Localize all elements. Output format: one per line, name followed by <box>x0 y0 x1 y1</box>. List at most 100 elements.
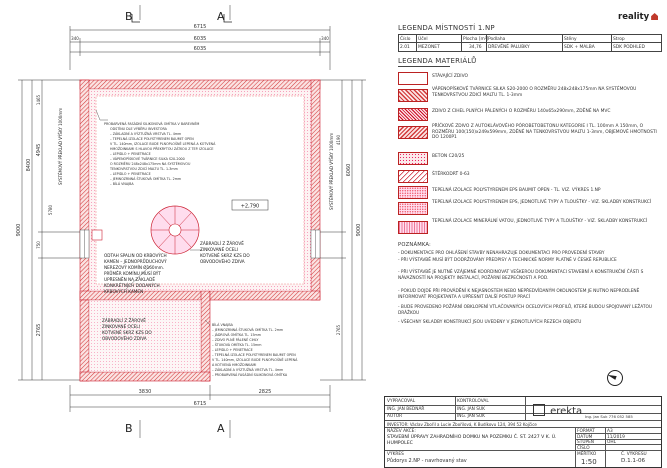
cvykresu-label: Č. VÝKRESU <box>621 451 647 457</box>
dim-right-9000: 9000 <box>356 224 362 237</box>
vypracoval-label: VYPRACOVAL <box>387 398 416 404</box>
svg-text:– TEPELNÁ IZOLACE POLYSTYRENEM: – TEPELNÁ IZOLACE POLYSTYRENEM BAUMIT OP… <box>110 136 194 141</box>
legend-item: TEPELNÁ IZOLACE POLYSTYRENEM EPS BAUMIT … <box>398 184 660 204</box>
svg-text:TENKOVRSTVOU ZDICÍ MALTU TL. 1: TENKOVRSTVOU ZDICÍ MALTU TL. 1-3mm <box>109 166 178 171</box>
pink-swatch-icon <box>398 186 428 199</box>
datum-label: DATUM <box>577 434 593 440</box>
stupen-label: STUPEŇ <box>577 440 595 445</box>
dotted-swatch-icon <box>398 152 428 165</box>
dim-left-2765: 2765 <box>36 324 42 337</box>
svg-text:ZINKOVANÉ OCELI: ZINKOVANÉ OCELI <box>200 247 238 252</box>
chimney <box>91 229 103 241</box>
walls <box>79 79 321 382</box>
stupen-value: OHL <box>607 440 617 445</box>
svg-text:– LEPIDLO + PENETRACE: – LEPIDLO + PENETRACE <box>110 152 151 156</box>
windows <box>79 229 321 259</box>
white-swatch-icon <box>398 72 428 85</box>
svg-text:OBVODOVÉHO ZDIVA: OBVODOVÉHO ZDIVA <box>102 336 147 341</box>
svg-text:– LEPIDLO + PENETRACE: – LEPIDLO + PENETRACE <box>110 172 151 176</box>
section-mark-a-bottom: A <box>217 422 225 435</box>
kontroloval-value: ING. JAN SUK <box>457 406 485 412</box>
dim-right-2765: 2765 <box>336 324 341 335</box>
brand-logo-text: reality <box>618 12 650 22</box>
kontroloval-label: KONTROLOVAL <box>457 398 489 404</box>
svg-text:KAMEN – JEDNOPRŮDUCHOVÝ: KAMEN – JEDNOPRŮDUCHOVÝ <box>104 259 167 264</box>
dimension-lines-left <box>18 79 80 381</box>
svg-text:– LEPIDLO + PENETRACE: – LEPIDLO + PENETRACE <box>212 348 253 352</box>
dimension-lines-bottom <box>69 385 331 438</box>
level-box <box>231 199 269 211</box>
svg-text:– JÁDROVÁ OMÍTKA TL. 15mm: – JÁDROVÁ OMÍTKA TL. 15mm <box>212 332 261 337</box>
svg-text:KRBOVÝCH KAMEN: KRBOVÝCH KAMEN <box>104 289 143 294</box>
svg-text:– PROBARVENÁ FASÁDNÍ SILIKONOV: – PROBARVENÁ FASÁDNÍ SILIKONOVÁ OMÍTKA <box>212 372 288 377</box>
svg-text:ODTAH SPALIN OD KRBOVÝCH: ODTAH SPALIN OD KRBOVÝCH <box>104 253 167 258</box>
layer-notes-bottom: BÍLÁ VNAJBA – JEMNOZRNNÁ ŠTUKOVÁ OMÍTKA … <box>212 322 298 377</box>
col-header-plocha: Plocha [m²] <box>463 36 489 42</box>
svg-text:NEREZOVÝ KOMÍN Ø160mm.: NEREZOVÝ KOMÍN Ø160mm. <box>104 265 164 270</box>
svg-text:V TL. 140mm, IZOLACE BUDE PLNO: V TL. 140mm, IZOLACE BUDE PLNOPLOŠNĚ LEP… <box>110 141 216 146</box>
format-label: FORMÁT <box>577 428 595 434</box>
svg-text:– VÁPENOPÍSKOVÉ TVÁRNICE SILKA: – VÁPENOPÍSKOVÉ TVÁRNICE SILKA S20-2000 <box>110 156 185 161</box>
dim-bottom-2: 2825 <box>259 389 272 395</box>
terrace-area <box>89 300 201 372</box>
room-legend-title: LEGENDA MÍSTNOSTÍ 1.NP <box>398 24 495 32</box>
cislo-label: ČÍSLO <box>577 445 590 451</box>
col-header-strop: Strop <box>613 36 625 42</box>
lintel-left-label: SYSTÉMOVÝ PŘEKLAD VÝŠKY 1000mm <box>58 108 63 185</box>
dim-right-6060: 6060 <box>346 164 352 177</box>
level-value: +2,790 <box>241 204 260 210</box>
svg-text:KONKRÉTNÍCH DODANÝCH: KONKRÉTNÍCH DODANÝCH <box>104 283 160 288</box>
dim-left-750: 750 <box>36 241 41 249</box>
line-swatch-icon <box>398 170 428 183</box>
svg-text:– JEMNOZRNNÁ ŠTUKOVÁ OMÍTKA TL: – JEMNOZRNNÁ ŠTUKOVÁ OMÍTKA TL. 2mm <box>212 327 283 332</box>
svg-text:– ZDIVO PLNÉ PÁLENÉ CIHLY: – ZDIVO PLNÉ PÁLENÉ CIHLY <box>212 337 259 342</box>
note-line: - PŘI VÝSTAVBĚ JE NUTNÉ VZÁJEMNÉ KOORDIN… <box>398 270 644 281</box>
svg-text:KOTVENÉ SKRZ KZS DO: KOTVENÉ SKRZ KZS DO <box>102 330 152 335</box>
pink-swatch-icon <box>398 202 428 215</box>
dim-bottom-3: 6715 <box>194 401 207 407</box>
svg-text:– BÍLÁ VNAJBA: – BÍLÁ VNAJBA <box>110 181 134 186</box>
dim-left-1465: 1465 <box>36 94 41 105</box>
autor-value: ING. JAN SUK <box>457 414 485 419</box>
note-line: - POKUD DOJDE PŘI PROVÁDĚNÍ K NEJASNOSTE… <box>398 289 640 300</box>
investor: INVESTOR: Václav Zbořil a Lucie Zbořilov… <box>387 421 537 427</box>
svg-text:KOTVENÉ SKRZ KZS DO: KOTVENÉ SKRZ KZS DO <box>200 253 250 258</box>
north-arrow-icon <box>606 370 623 386</box>
svg-text:ODSTÍNU DLE VÝBĚRU INVESTORA: ODSTÍNU DLE VÝBĚRU INVESTORA <box>110 126 168 131</box>
dim-top-5: 340 <box>321 36 329 41</box>
col-header-steny: Stěny <box>564 36 577 42</box>
meritko-value: 1:50 <box>581 458 597 466</box>
note-line: - DOKUMENTACE PRO OHLÁŠENÍ STAVBY NENAHR… <box>398 251 605 256</box>
material-legend-title: LEGENDA MATERIÁLŮ <box>398 57 477 65</box>
floor-plan: 6715 6035 6035 340 340 B A 9000 8400 494… <box>16 5 366 438</box>
dim-left-8400: 8400 <box>26 159 32 172</box>
hatched-swatch-icon <box>398 126 428 139</box>
legend-item: BETON C20/25 <box>398 150 660 170</box>
akce-label: NÁZEV AKCE: <box>387 428 416 434</box>
room-walls: SDK + MALBA <box>564 44 595 50</box>
chimney-label: ODTAH SPALIN OD KRBOVÝCH KAMEN – JEDNOPR… <box>104 253 167 294</box>
note-line: - PŘI VÝSTAVBĚ MUSÍ BÝT DODRŽOVÁNY PŘEDP… <box>398 258 617 263</box>
vykres-label: VÝKRES <box>387 451 404 457</box>
dimension-lines-top <box>69 5 331 70</box>
cvykresu-value: D.1.1-06 <box>621 458 646 464</box>
lintel-right-label: SYSTÉMOVÝ PŘEKLAD VÝŠKY 1000mm <box>329 133 334 210</box>
col-header-ucel: Účel <box>418 36 428 42</box>
legend-item: PŘÍČKOVÉ ZDIVO Z AUTOKLÁVOVÉHO PÓROBETOB… <box>398 124 660 150</box>
dimension-lines-right <box>320 79 366 381</box>
legend-item: VÁPENOPÍSKOVÉ TVÁRNICE SILKA S20-2000 O … <box>398 87 660 107</box>
firm-logo-icon <box>533 403 545 416</box>
autor-label: AUTOR <box>387 414 403 419</box>
svg-text:V TL. 140mm, IZOLACE BUDE PLNO: V TL. 140mm, IZOLACE BUDE PLNOPLOŠNĚ LEP… <box>212 357 298 362</box>
col-header-cislo: Číslo <box>400 36 411 42</box>
legend-item: TEPELNÁ IZOLACE POLYSTYRENEM EPS, JEDNOT… <box>398 200 660 220</box>
svg-text:UPŘESNĚN NA ZÁKLADĚ: UPŘESNĚN NA ZÁKLADĚ <box>104 277 155 282</box>
note-line: - VŠECHNY SKLADBY KONSTRUKCÍ JSOU UVEDEN… <box>398 320 582 325</box>
room-floor: DŘEVĚNÉ PALUBKY <box>488 44 530 50</box>
meritko-label: MĚŘÍTKO <box>577 451 597 457</box>
col-header-podlaha: Podlaha <box>488 36 506 42</box>
svg-text:A KOTVENÁ HMOŽDINKAMI: A KOTVENÁ HMOŽDINKAMI <box>212 362 256 367</box>
dim-top-2: 6035 <box>194 36 207 42</box>
svg-text:HMOŽDINKAMI S HLAVOU PŘEKRYTOU: HMOŽDINKAMI S HLAVOU PŘEKRYTOU ZÁTKOU Z … <box>110 146 214 151</box>
